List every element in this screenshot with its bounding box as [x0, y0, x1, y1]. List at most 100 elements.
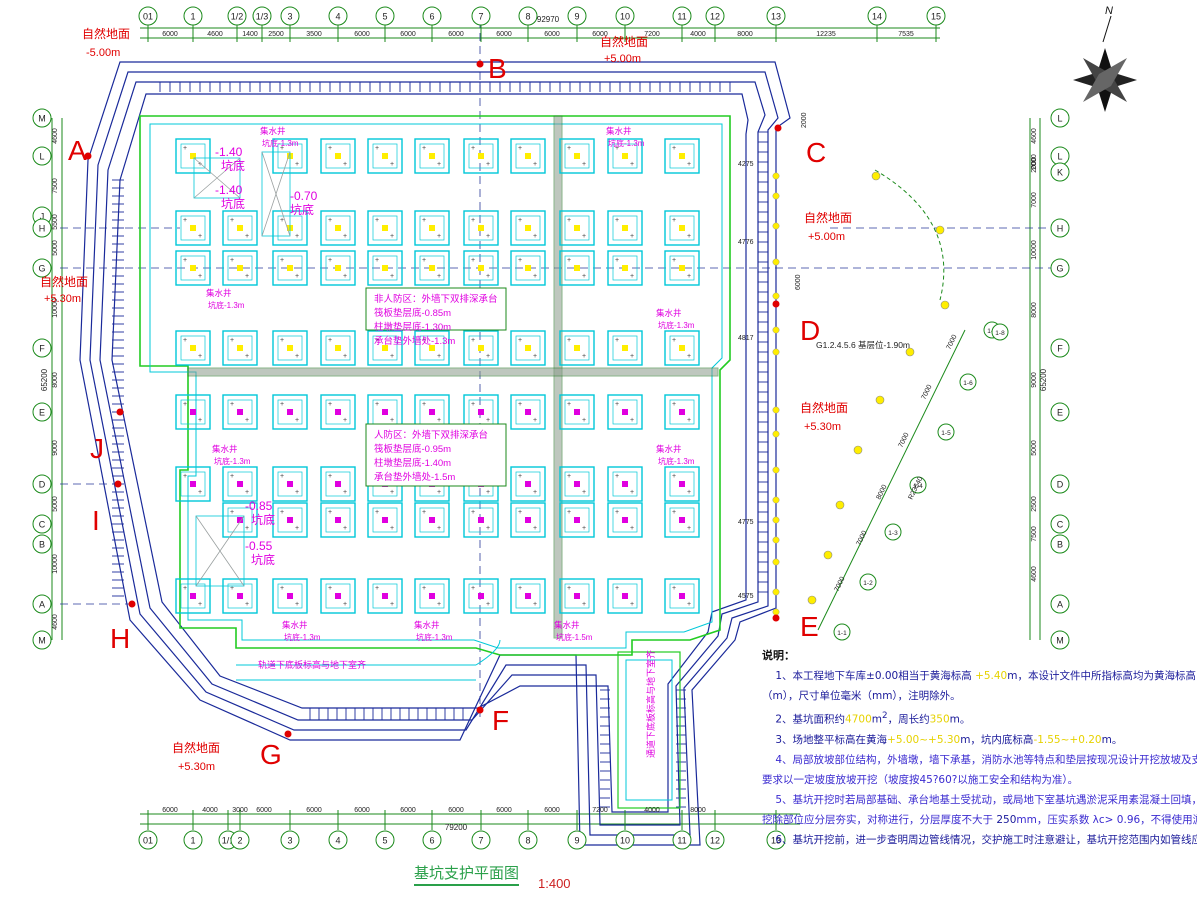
footing-upper-3-4-inner	[372, 335, 398, 361]
axis-bottom-6: 4	[335, 836, 340, 846]
footing-upper-1-5	[429, 225, 435, 231]
dim-left-5: 10000	[52, 298, 59, 318]
axis-left-2-circle	[32, 146, 52, 166]
axis-right-3-circle	[1050, 162, 1070, 182]
curve-pile-1	[871, 171, 881, 181]
footing-upper-3-0-mark: +	[198, 353, 202, 360]
axis-bottom-12: 10	[620, 836, 630, 846]
right-dim-6: 2000	[801, 112, 808, 128]
footing-upper-3-8	[574, 345, 580, 351]
footing-upper-1-8-frame	[559, 210, 595, 246]
axis-top-5: 3	[287, 12, 292, 22]
footing-upper-0-2-mark: +	[295, 161, 299, 168]
axis-left-3: J	[40, 212, 45, 222]
section-point-d-marker	[772, 300, 780, 308]
section-point-j: J	[90, 433, 104, 464]
footing-upper-0-0	[190, 153, 196, 159]
pit-bottom-label-1: 坑底	[221, 158, 245, 173]
axis-left-7: E	[39, 408, 45, 418]
footing-lower-0-4	[382, 409, 388, 415]
footing-lower-0-1-frame	[222, 394, 258, 430]
footing-lower-3-2-mark: +	[280, 585, 284, 592]
footing-upper-1-5-mark: +	[422, 217, 426, 224]
footing-upper-0-5-inner	[419, 143, 445, 169]
footing-upper-3-8-inner	[564, 335, 590, 361]
axis-top-10: 8	[525, 12, 530, 22]
pit-bottom-label-2: 坑底	[221, 196, 245, 211]
footing-upper-1-6-inner	[468, 215, 494, 241]
curve-pile-8	[823, 550, 833, 560]
ground-value-5: +5.30m	[804, 421, 841, 433]
footing-upper-0-8-frame	[559, 138, 595, 174]
dim-bottom-total: 79200	[445, 823, 468, 832]
dimension-frame	[51, 27, 1041, 825]
footing-lower-2-9-mark: +	[630, 525, 634, 532]
footing-upper-0-7	[525, 153, 531, 159]
footing-upper-1-7-inner	[515, 215, 541, 241]
curve-point-4: 1-4	[913, 483, 923, 490]
axis-bottom-14: 12	[710, 836, 720, 846]
footing-lower-2-3-frame	[320, 502, 356, 538]
right-passage-label: 通道下底板标高与地下室齐	[645, 650, 656, 758]
footing-upper-3-10-mark: +	[687, 353, 691, 360]
curve-pile-3	[940, 300, 950, 310]
footing-lower-0-9-frame	[607, 394, 643, 430]
footing-upper-0-3-mark: +	[343, 161, 347, 168]
footing-lower-1-9-inner	[612, 471, 638, 497]
footing-upper-3-9-frame	[607, 330, 643, 366]
footing-upper-2-6-mark: +	[471, 257, 475, 264]
sump-note-1: 坑底-1.3m	[262, 138, 299, 148]
dim-top-11: 6000	[592, 31, 608, 38]
right-pile-1	[772, 172, 780, 180]
footing-upper-3-2-mark: +	[295, 353, 299, 360]
drawing-title: 基坑支护平面图	[414, 862, 520, 886]
footing-upper-2-2	[287, 265, 293, 271]
right-pile-16	[772, 608, 780, 616]
footing-upper-2-4-frame	[367, 250, 403, 286]
dim-right-8: 5000	[1031, 440, 1038, 456]
footing-upper-2-10-mark: +	[672, 257, 676, 264]
footing-upper-3-6-frame	[463, 330, 499, 366]
footing-upper-1-10	[679, 225, 685, 231]
footing-upper-0-6	[478, 153, 484, 159]
footing-upper-1-10-mark: +	[672, 217, 676, 224]
section-point-h: H	[110, 623, 130, 654]
footing-upper-3-2-frame	[272, 330, 308, 366]
footing-lower-2-2-mark: +	[295, 525, 299, 532]
dim-right-2: 2000	[1031, 154, 1038, 170]
footing-upper-2-2-inner	[277, 255, 303, 281]
footing-upper-3-2-mark: +	[280, 337, 284, 344]
sump-name-4: 集水井	[656, 308, 682, 318]
footing-upper-3-6-mark: +	[486, 353, 490, 360]
footing-upper-0-9-mark: +	[615, 145, 619, 152]
footing-upper-3-7-inner	[515, 335, 541, 361]
footing-lower-0-7-mark: +	[533, 417, 537, 424]
footing-lower-0-5-mark: +	[437, 417, 441, 424]
footing-upper-1-4-inner	[372, 215, 398, 241]
footing-upper-3-9	[622, 345, 628, 351]
footing-upper-2-9-frame	[607, 250, 643, 286]
footing-upper-1-10-frame	[664, 210, 700, 246]
axis-bottom-1-circle	[138, 830, 158, 850]
notes-heading: 说明：	[762, 649, 795, 662]
axis-left-9: C	[39, 520, 46, 530]
axis-bottom-14-circle	[705, 830, 725, 850]
footing-upper-2-1-inner	[227, 255, 253, 281]
right-pile-10	[772, 466, 780, 474]
footing-lower-1-6-mark: +	[486, 489, 490, 496]
elevation-tag-2: -1.40	[215, 183, 243, 197]
footing-upper-2-5-mark: +	[437, 273, 441, 280]
dim-bottom-9: 6000	[496, 807, 512, 814]
footing-lower-0-1-mark: +	[245, 417, 249, 424]
footing-lower-3-0-frame	[175, 578, 211, 614]
footing-lower-1-8-frame	[559, 466, 595, 502]
dim-bottom-2: 4000	[202, 807, 218, 814]
footing-upper-1-6-frame	[463, 210, 499, 246]
curve-dim-4: 8000	[876, 484, 889, 501]
footing-lower-0-4-mark: +	[390, 417, 394, 424]
dim-top-3: 1400	[242, 31, 258, 38]
footing-lower-3-6-frame	[463, 578, 499, 614]
footing-upper-2-10-inner	[669, 255, 695, 281]
footing-lower-3-5-mark: +	[422, 585, 426, 592]
footing-upper-1-4-mark: +	[390, 233, 394, 240]
